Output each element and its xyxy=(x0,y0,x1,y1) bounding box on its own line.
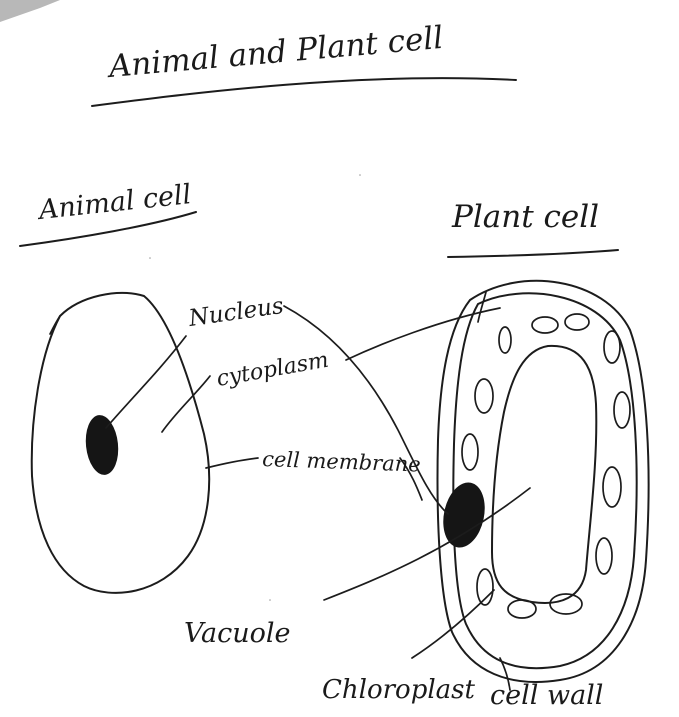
chloroplast-shape xyxy=(550,594,582,614)
nucleus-pointer-animal xyxy=(106,336,186,428)
plant-nucleus xyxy=(438,479,491,552)
scan-corner-shadow xyxy=(0,0,60,22)
chloroplast-shape xyxy=(565,314,589,330)
cytoplasm-pointer-plant xyxy=(346,308,500,360)
paper-speck xyxy=(269,599,271,601)
animal-cell-membrane-outline xyxy=(32,293,209,593)
chloroplast-shape xyxy=(614,392,630,428)
chloroplast-shape xyxy=(604,331,620,363)
plant-cell-heading: Plant cell xyxy=(451,199,599,235)
chloroplast-shape xyxy=(603,467,621,507)
chloroplast-shape xyxy=(508,600,536,618)
label-cytoplasm: cytoplasm xyxy=(215,348,331,392)
animal-cell-outline-stroke xyxy=(50,316,60,334)
cytoplasm-pointer-animal xyxy=(162,376,210,432)
label-nucleus: Nucleus xyxy=(186,293,285,332)
page-title: Animal and Plant cell xyxy=(105,20,445,85)
label-vacuole: Vacuole xyxy=(184,618,291,649)
paper-speck xyxy=(359,174,361,176)
paper-speck xyxy=(149,257,151,259)
nucleus-pointer-plant xyxy=(284,306,448,514)
chloroplast-shape xyxy=(596,538,612,574)
plant-heading-underline xyxy=(448,250,618,257)
chloroplast-shape xyxy=(462,434,478,470)
chloroplast-shape xyxy=(532,317,558,333)
wall-tick xyxy=(478,292,486,322)
chloroplast-shape xyxy=(475,379,493,413)
membrane-pointer-animal xyxy=(206,458,258,468)
plant-cell-membrane-inner xyxy=(453,293,636,668)
chloroplast-shape xyxy=(499,327,511,353)
label-cell-wall: cell wall xyxy=(490,680,603,711)
chloroplasts xyxy=(462,314,630,618)
animal-nucleus xyxy=(83,413,121,476)
title-underline xyxy=(92,78,516,106)
label-chloroplast: Chloroplast xyxy=(322,675,475,705)
plant-vacuole xyxy=(492,346,596,603)
label-cell-membrane: cell membrane xyxy=(262,447,421,477)
